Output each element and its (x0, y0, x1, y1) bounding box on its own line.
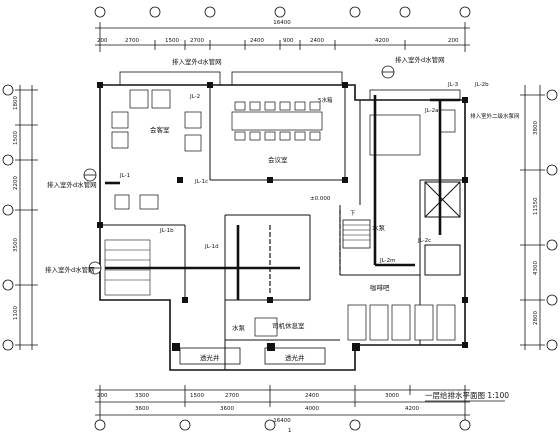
furniture (111, 89, 456, 341)
dim-top-seg-0: 200 (97, 38, 108, 44)
dim-left-1: 1500 (13, 131, 19, 145)
room-lightwell-2: 透光井 (285, 353, 305, 362)
water-pipes (105, 95, 460, 300)
note-in-right: 排入室外d水管网 (395, 55, 445, 64)
note-down: 下 (350, 210, 356, 217)
axis-bubbles (2, 6, 558, 431)
room-water-pump: 水泵 (372, 223, 386, 232)
interior-walls (100, 85, 465, 370)
tag-jl2a: JL-2a (424, 108, 438, 114)
dim-right-2: 4300 (533, 261, 539, 275)
drawing-title: 一层给排水平面图 1:100 (425, 390, 509, 400)
room-lounge: 会客室 (150, 125, 170, 134)
note-in-left-2: 排入室外d水管网 (45, 265, 95, 274)
dim-bottom-overall: 16400 (273, 418, 291, 424)
dim-left-0: 1800 (13, 96, 19, 110)
dim-bottom-r2-0: 3600 (135, 406, 149, 412)
dim-bottom-r1-5: 3000 (385, 393, 399, 399)
dim-right-0: 3800 (533, 121, 539, 135)
dim-bottom-r2-1: 3600 (220, 406, 234, 412)
note-in-right-2: 排入室外二级水泵网 (470, 112, 520, 120)
tag-jl3: JL-3 (447, 82, 459, 88)
room-lightwell-1: 透光井 (200, 353, 220, 362)
dim-top-seg-6: 2400 (310, 38, 324, 44)
dim-left-3: 3500 (13, 238, 19, 252)
note-in-top: 排入室外d水管网 (172, 57, 222, 66)
dim-bottom-r2-3: 4200 (405, 406, 419, 412)
dim-right-3: 2800 (533, 311, 539, 325)
tag-jl2c: JL-2c (417, 238, 431, 244)
note-elevation: ±0.000 (310, 196, 331, 202)
tag-jl2m: JL-2m (379, 258, 395, 264)
tag-jl2: JL-2 (189, 94, 200, 100)
dim-top-seg-8: 200 (448, 38, 459, 44)
meeting-table (231, 111, 323, 131)
dim-bottom-r1-0: 200 (97, 393, 108, 399)
dim-bottom-r2-2: 4000 (305, 406, 319, 412)
tag-jl1d: JL-1d (204, 244, 219, 250)
room-driver-rest: 司机休息室 (272, 321, 305, 330)
tag-jl1b: JL-1b (159, 228, 174, 234)
dim-top-overall: 16400 (273, 20, 291, 26)
note-in-left-1: 排入室外d水管网 (47, 180, 97, 189)
dim-left-4: 1100 (13, 306, 19, 320)
tag-jl2b: JL-2b (474, 82, 489, 88)
pipe-outlet-symbols (83, 65, 395, 275)
tag-jl1: JL-1 (119, 173, 130, 179)
dim-top-seg-3: 2700 (190, 38, 204, 44)
room-wc: 5水箱 (318, 96, 333, 104)
dim-bottom-r1-2: 1500 (190, 393, 204, 399)
dim-top-seg-4: 2400 (250, 38, 264, 44)
dim-bottom-r1-3: 2700 (225, 393, 239, 399)
tag-jl1c: JL-1c (194, 179, 208, 185)
dim-top-seg-7: 4200 (375, 38, 389, 44)
room-restaurant: 咖啡吧 (370, 283, 390, 292)
axis-label-1: 1 (288, 428, 292, 433)
room-water-room: 水泵 (232, 323, 246, 332)
dim-top-seg-1: 2700 (125, 38, 139, 44)
columns (97, 82, 468, 351)
dim-top-seg-5: 900 (283, 38, 294, 44)
dim-right-1: 11550 (533, 197, 539, 215)
room-meeting: 会议室 (268, 155, 288, 164)
dim-bottom-r1-4: 2400 (305, 393, 319, 399)
dim-bottom-r1-1: 3300 (135, 393, 149, 399)
dim-left-2: 2200 (13, 176, 19, 190)
dim-top-seg-2: 1500 (165, 38, 179, 44)
